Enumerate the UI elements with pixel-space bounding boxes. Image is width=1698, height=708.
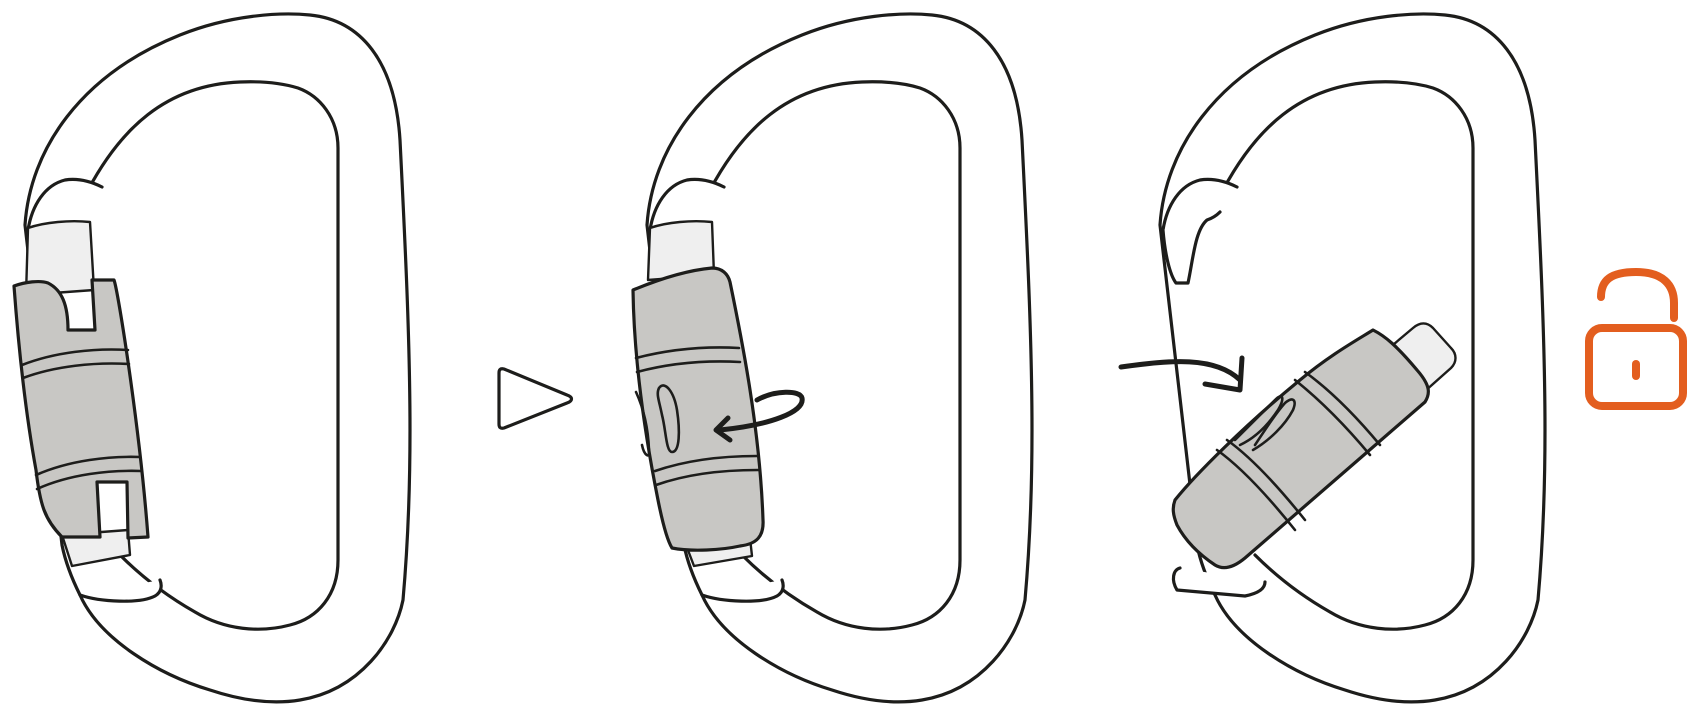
unlocked-padlock-icon bbox=[1589, 272, 1683, 406]
step-3-open-gate bbox=[1160, 14, 1545, 702]
play-triangle-icon bbox=[499, 369, 572, 429]
step-2-twist-sleeve bbox=[633, 14, 1032, 702]
step-1-locked-carabiner bbox=[14, 14, 410, 702]
